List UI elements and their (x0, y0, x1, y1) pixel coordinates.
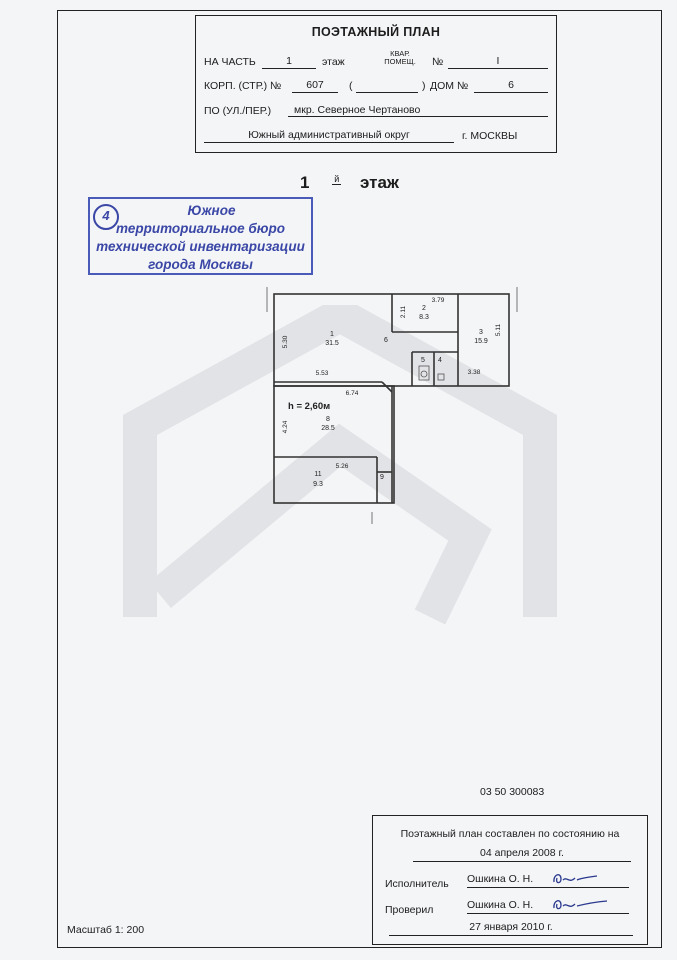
house-watermark-icon (123, 305, 557, 625)
korp-row: КОРП. (СТР.) № 607 ( ) ДОМ № 6 (204, 76, 550, 94)
part-label: НА ЧАСТЬ (204, 56, 256, 68)
dim-3-38: 3.38 (468, 369, 481, 376)
room-2-number: 2 (422, 305, 426, 312)
cert-date2: 27 января 2010 г. (389, 920, 633, 936)
room-4-number: 4 (438, 357, 442, 364)
dim-4-24: 4.24 (282, 420, 289, 433)
floor-heading: 1 й этаж (300, 173, 399, 193)
kvar-label: КВАР. ПОМЕЩ. (378, 50, 422, 66)
floor-plan-drawing: 1 31.5 2 8.3 3 15.9 4 5 6 8 28.5 9 11 9.… (266, 287, 518, 524)
cert-statement: Поэтажный план составлен по состоянию на (400, 828, 620, 840)
kvar-label-line2: ПОМЕЩ. (384, 57, 416, 66)
district-row: Южный административный округ г. МОСКВЫ (204, 126, 550, 144)
paren-close: ) (422, 80, 426, 92)
street-row: ПО (УЛ./ПЕР.) мкр. Северное Чертаново (204, 101, 550, 119)
executor-field: Ошкина О. Н. (467, 872, 629, 888)
dim-5-26: 5.26 (336, 463, 349, 470)
number-label: № (432, 56, 444, 68)
room-3-area: 15.9 (474, 338, 488, 345)
room-8-area: 28.5 (321, 425, 335, 432)
room-6-number: 6 (384, 337, 388, 344)
stamp-line3: технической инвентаризации (96, 239, 305, 254)
dim-3-79: 3.79 (432, 297, 445, 304)
stamp-line4: города Москвы (148, 257, 253, 272)
executor-name: Ошкина О. Н. (467, 873, 534, 885)
dim-5-11: 5.11 (495, 324, 502, 337)
room-9-number: 9 (380, 474, 384, 481)
room-11-number: 11 (314, 471, 321, 478)
street-label: ПО (УЛ./ПЕР.) (204, 105, 272, 117)
number-value: I (448, 54, 548, 69)
page-frame (57, 10, 662, 948)
korp-paren-field (356, 78, 418, 93)
stamp-line2: территориальное бюро (116, 221, 285, 236)
room-8-number: 8 (326, 416, 330, 423)
room-5-number: 5 (421, 357, 425, 364)
kvar-label-line1: КВАР. (390, 49, 410, 58)
part-value: 1 (262, 54, 316, 69)
dom-label: ДОМ № (430, 80, 469, 92)
district-value: Южный административный округ (204, 128, 454, 143)
paren-open: ( (349, 80, 353, 92)
room-3-number: 3 (479, 329, 483, 336)
scale-label: Масштаб 1: 200 (67, 924, 145, 936)
checked-label: Проверил (385, 904, 434, 916)
executor-signature-icon (553, 874, 598, 884)
room-1-number: 1 (330, 331, 334, 338)
floor-word: этаж (322, 56, 345, 68)
dim-5-53: 5.53 (316, 370, 329, 377)
document-title: ПОЭТАЖНЫЙ ПЛАН (311, 25, 441, 39)
floor-word-heading: этаж (359, 173, 399, 192)
stamp-number: 4 (93, 204, 119, 230)
room-2-area: 8.3 (419, 314, 429, 321)
city-value: г. МОСКВЫ (462, 130, 518, 142)
title-block: ПОЭТАЖНЫЙ ПЛАН НА ЧАСТЬ 1 этаж КВАР. ПОМ… (195, 15, 557, 153)
stamp-line1: Южное (187, 203, 236, 218)
floor-number: 1 (300, 173, 310, 192)
checker-signature-icon (553, 900, 608, 910)
executor-label: Исполнитель (385, 878, 449, 890)
korp-value: 607 (292, 78, 338, 93)
bti-stamp: 4 Южное территориальное бюро технической… (88, 197, 313, 275)
room-11-area: 9.3 (313, 481, 323, 488)
room-1-area: 31.5 (325, 340, 339, 347)
cert-date1: 04 апреля 2008 г. (413, 846, 631, 862)
dim-6-74: 6.74 (346, 390, 359, 397)
checked-field: Ошкина О. Н. (467, 898, 629, 914)
part-row: НА ЧАСТЬ 1 этаж КВАР. ПОМЕЩ. № I (204, 50, 550, 70)
certificate-block: Поэтажный план составлен по состоянию на… (372, 815, 648, 945)
dim-2-11: 2.11 (400, 306, 407, 319)
inventory-code: 03 50 300083 (480, 786, 545, 798)
street-value: мкр. Северное Чертаново (288, 103, 548, 117)
dim-5-30: 5.30 (282, 335, 289, 348)
korp-label: КОРП. (СТР.) № (204, 80, 282, 92)
dom-value: 6 (474, 78, 548, 93)
floor-suffix: й (332, 174, 342, 185)
ceiling-height-label: h = 2,60м (288, 401, 330, 412)
checked-name: Ошкина О. Н. (467, 899, 534, 911)
